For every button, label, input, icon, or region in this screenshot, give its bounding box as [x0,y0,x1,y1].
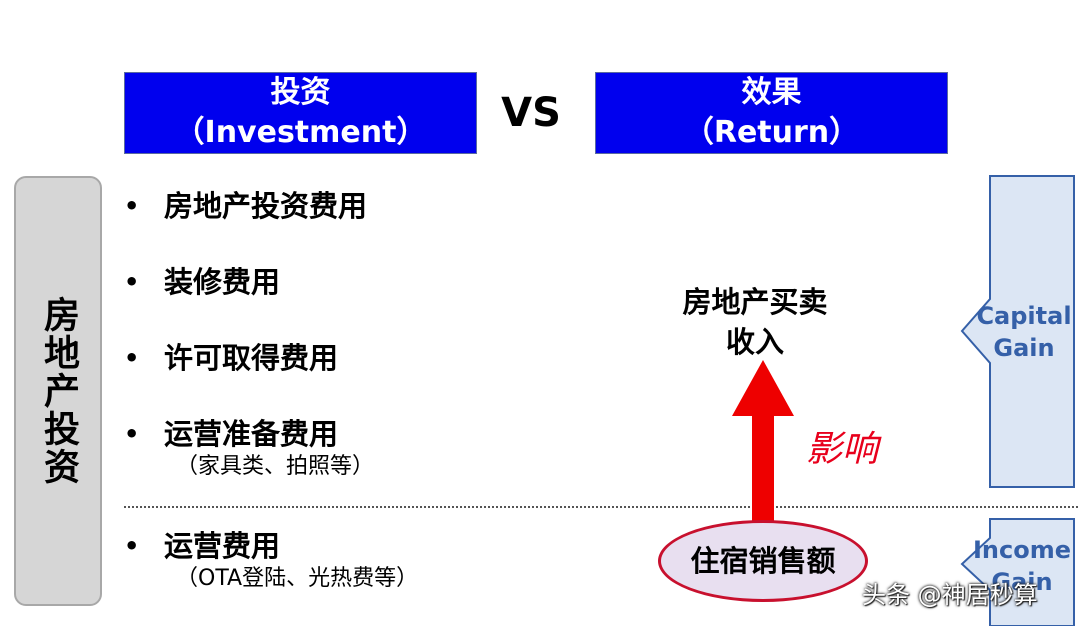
bullet-icon: • [124,344,140,372]
up-arrow-shape [732,360,794,546]
investment-item-label: 运营费用 [164,529,281,563]
income-gain-line1: Income [972,536,1071,564]
capital-gain-label: Capital Gain [972,300,1076,364]
result-label-line1: 房地产买卖 [682,285,828,319]
vs-label: VS [501,90,561,136]
bullet-icon: • [124,268,140,296]
watermark: 头条 @神居秒算 [862,581,1038,609]
income-gain-label-area: Income Gain [960,518,1076,626]
investment-header-title: 投资 [270,75,331,110]
return-header-title: 效果 [741,75,802,110]
investment-header-subtitle: （Investment） [174,115,427,150]
lodging-sales-ellipse: 住宿销售额 [658,520,868,602]
investment-header: 投资 （Investment） [124,72,477,154]
impact-label: 影响 [806,429,879,470]
investment-item-note: （家具类、拍照等） [176,454,375,479]
up-arrow-icon [732,360,794,546]
capital-gain-shape [960,175,1075,488]
section-divider [124,506,1078,508]
return-header: 效果 （Return） [595,72,948,154]
bullet-icon: • [124,532,140,560]
side-category-box: 房地产投资 [14,176,102,606]
capital-gain-line1: Capital [976,302,1072,330]
investment-item-label: 装修费用 [164,265,281,299]
result-label-line2: 收入 [725,325,784,359]
bullet-icon: • [124,192,140,220]
investment-item-label: 许可取得费用 [164,341,339,375]
result-label: 房地产买卖 收入 [640,282,870,362]
income-gain-label: Income Gain [972,534,1072,598]
return-header-subtitle: （Return） [683,115,860,150]
income-gain-chevron [960,518,1075,626]
investment-item-label: 运营准备费用 [164,417,339,451]
bullet-icon: • [124,420,140,448]
side-category-label: 房地产投资 [38,296,79,486]
income-gain-line2: Gain [991,568,1053,596]
capital-gain-chevron [960,175,1075,488]
income-gain-shape [960,518,1075,626]
capital-gain-line2: Gain [993,334,1055,362]
investment-item-note: （OTA登陆、光热费等） [176,566,419,591]
investment-item-label: 房地产投资费用 [164,189,368,223]
lodging-sales-label: 住宿销售额 [690,544,836,578]
